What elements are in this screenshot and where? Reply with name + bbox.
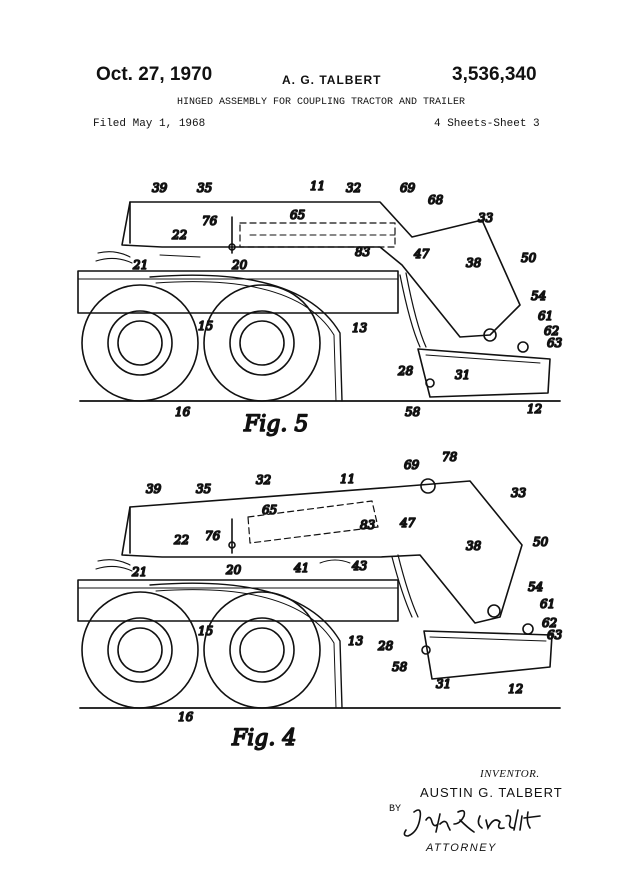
ref-47: 47 — [399, 516, 416, 530]
attorney-label: ATTORNEY — [426, 842, 497, 854]
figure-5: 39 35 11 32 69 68 33 76 65 22 21 20 83 4… — [0, 165, 642, 445]
ref-11: 11 — [310, 179, 325, 193]
patent-inventor: A. G. TALBERT — [282, 73, 382, 87]
ref-31: 31 — [436, 677, 451, 691]
figure-caption: Fig. 4 — [231, 726, 296, 751]
reference-numerals-fig4: 78 69 11 39 35 32 33 65 83 47 76 38 50 2… — [130, 449, 563, 725]
ref-35: 35 — [196, 482, 211, 496]
ref-43: 43 — [351, 559, 368, 573]
ref-65: 65 — [290, 208, 305, 222]
ref-13: 13 — [352, 321, 368, 335]
inventor-name: AUSTIN G. TALBERT — [420, 785, 563, 800]
ref-21: 21 — [131, 565, 147, 579]
ref-63: 63 — [547, 336, 563, 350]
ref-39: 39 — [152, 181, 168, 195]
ref-20: 20 — [231, 258, 248, 272]
ref-38: 38 — [466, 256, 482, 270]
ref-31: 31 — [455, 368, 470, 382]
ref-83: 83 — [355, 245, 371, 259]
ref-22: 22 — [171, 228, 187, 242]
inventor-label: INVENTOR. — [480, 768, 540, 780]
attorney-signature — [403, 809, 541, 837]
ref-62: 62 — [544, 324, 559, 338]
ref-38: 38 — [466, 539, 482, 553]
ref-16: 16 — [175, 405, 191, 419]
drawing-fig5 — [77, 201, 561, 402]
ref-15: 15 — [198, 624, 213, 638]
reference-numerals-fig5: 39 35 11 32 69 68 33 76 65 22 21 20 83 4… — [131, 178, 563, 420]
ref-50: 50 — [533, 535, 549, 549]
ref-76: 76 — [202, 214, 218, 228]
ref-69: 69 — [404, 458, 420, 472]
ref-33: 33 — [511, 486, 527, 500]
filed-date: Filed May 1, 1968 — [93, 118, 206, 130]
patent-number: 3,536,340 — [452, 64, 537, 85]
ref-11: 11 — [340, 472, 355, 486]
ref-39: 39 — [146, 482, 162, 496]
ref-28: 28 — [397, 364, 414, 378]
ref-50: 50 — [521, 251, 537, 265]
ref-12: 12 — [527, 402, 542, 416]
ref-69: 69 — [400, 181, 416, 195]
patent-title: HINGED ASSEMBLY FOR COUPLING TRACTOR AND… — [176, 97, 466, 108]
ref-47: 47 — [413, 247, 430, 261]
ref-61: 61 — [540, 597, 555, 611]
ref-54: 54 — [528, 580, 543, 594]
by-label: BY — [389, 804, 402, 815]
ref-20: 20 — [225, 563, 242, 577]
figure-caption: Fig. 5 — [243, 412, 308, 437]
ref-21: 21 — [132, 258, 148, 272]
ref-16: 16 — [178, 710, 194, 724]
ref-12: 12 — [508, 682, 523, 696]
ref-13: 13 — [348, 634, 364, 648]
ref-68: 68 — [428, 193, 444, 207]
ref-83: 83 — [360, 518, 376, 532]
ref-32: 32 — [256, 473, 271, 487]
ref-62: 62 — [542, 616, 557, 630]
ref-41: 41 — [293, 561, 309, 575]
patent-date: Oct. 27, 1970 — [96, 64, 213, 85]
ref-15: 15 — [198, 319, 213, 333]
ref-65: 65 — [262, 503, 277, 517]
ref-32: 32 — [346, 181, 361, 195]
sheet-number: 4 Sheets-Sheet 3 — [434, 118, 540, 130]
ref-58: 58 — [392, 660, 408, 674]
ref-28: 28 — [377, 639, 394, 653]
ref-58: 58 — [405, 405, 421, 419]
ref-35: 35 — [197, 181, 212, 195]
ref-63: 63 — [547, 628, 563, 642]
ref-33: 33 — [478, 211, 494, 225]
ref-78: 78 — [442, 450, 458, 464]
ref-22: 22 — [173, 533, 189, 547]
drawing-fig4 — [77, 478, 561, 709]
ref-54: 54 — [531, 289, 546, 303]
figure-4: 78 69 11 39 35 32 33 65 83 47 76 38 50 2… — [0, 445, 642, 755]
ref-61: 61 — [538, 309, 553, 323]
ref-76: 76 — [205, 529, 221, 543]
